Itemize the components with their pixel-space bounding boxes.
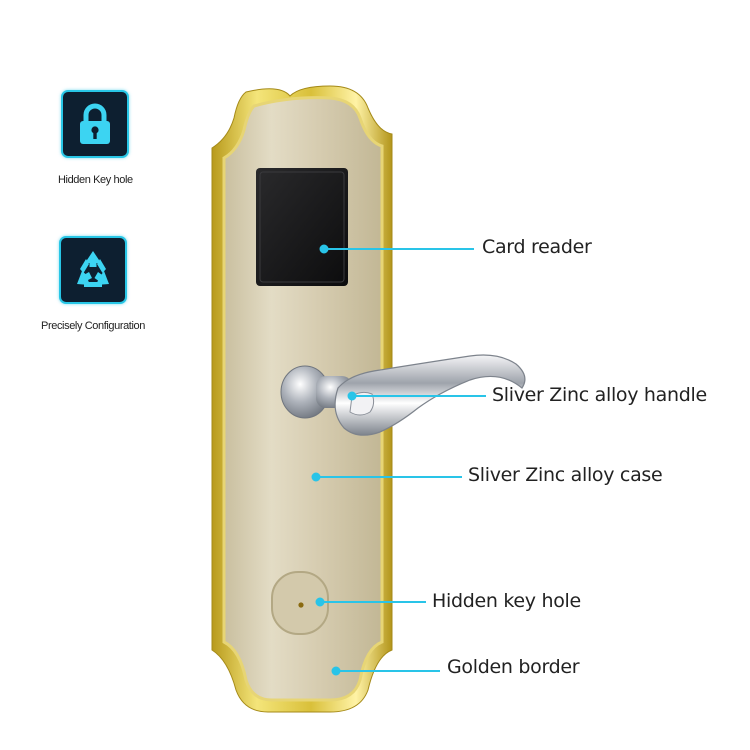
callout-golden-border: Golden border [447, 656, 580, 678]
feature-label: Hidden Key hole [58, 174, 133, 186]
callout-zinc-alloy-handle: Sliver Zinc alloy handle [492, 384, 707, 406]
callout-lines [311, 244, 486, 676]
feature-label: Precisely Configuration [41, 320, 145, 332]
feature-precisely-configuration: Precisely Configuration [38, 236, 148, 332]
lock-icon [61, 90, 130, 158]
callout-card-reader: Card reader [482, 236, 592, 258]
callout-hidden-key-hole: Hidden key hole [432, 590, 581, 612]
feature-hidden-key-hole: Hidden Key hole [58, 90, 133, 186]
card-reader [256, 168, 348, 286]
callout-zinc-alloy-case: Sliver Zinc alloy case [468, 464, 663, 486]
recycle-icon [59, 236, 127, 304]
